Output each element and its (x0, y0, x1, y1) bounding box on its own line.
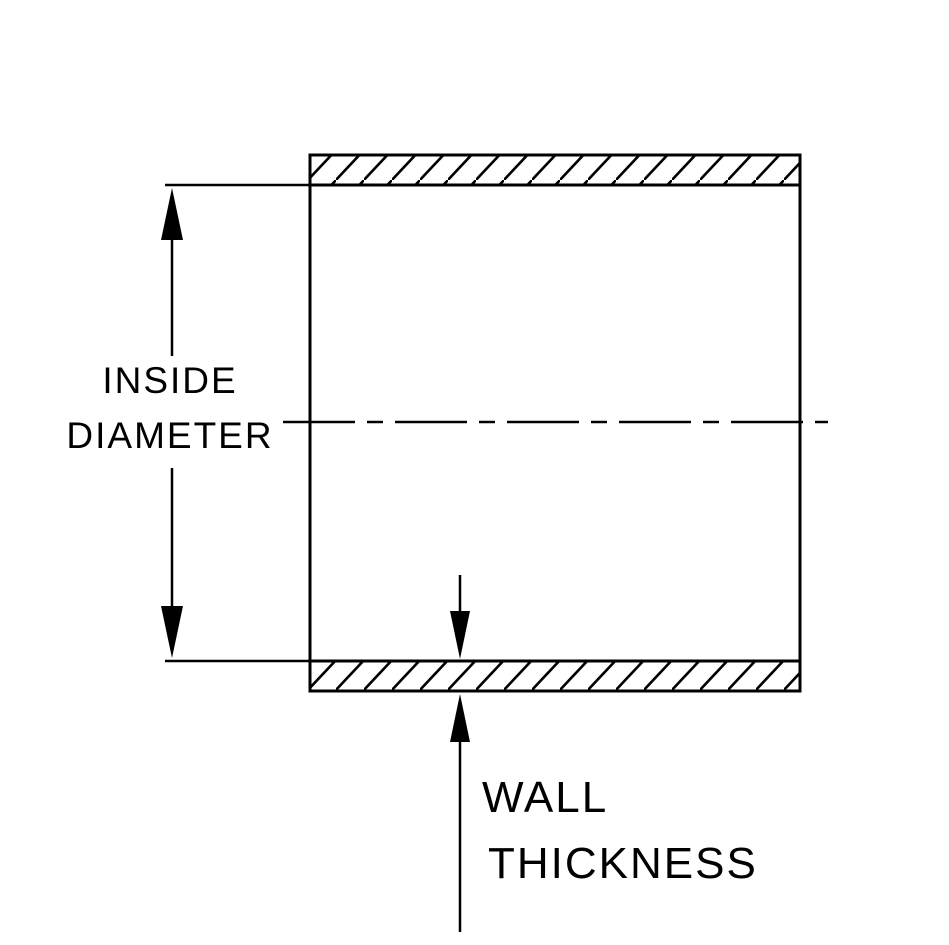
wall-thickness-down-arrowhead (450, 611, 470, 659)
bottom-wall-hatch (310, 661, 800, 691)
wall-thickness-up-arrowhead (450, 694, 470, 742)
top-wall-hatch (310, 155, 800, 185)
inside-diameter-top-arrowhead (161, 188, 183, 240)
wall-thickness-label-line2: THICKNESS (488, 839, 758, 888)
wall-thickness-label-line1: WALL (482, 773, 608, 822)
inside-diameter-label-line1: INSIDE (102, 360, 237, 401)
inside-diameter-bottom-arrowhead (161, 606, 183, 658)
inside-diameter-label-line2: DIAMETER (66, 415, 273, 456)
